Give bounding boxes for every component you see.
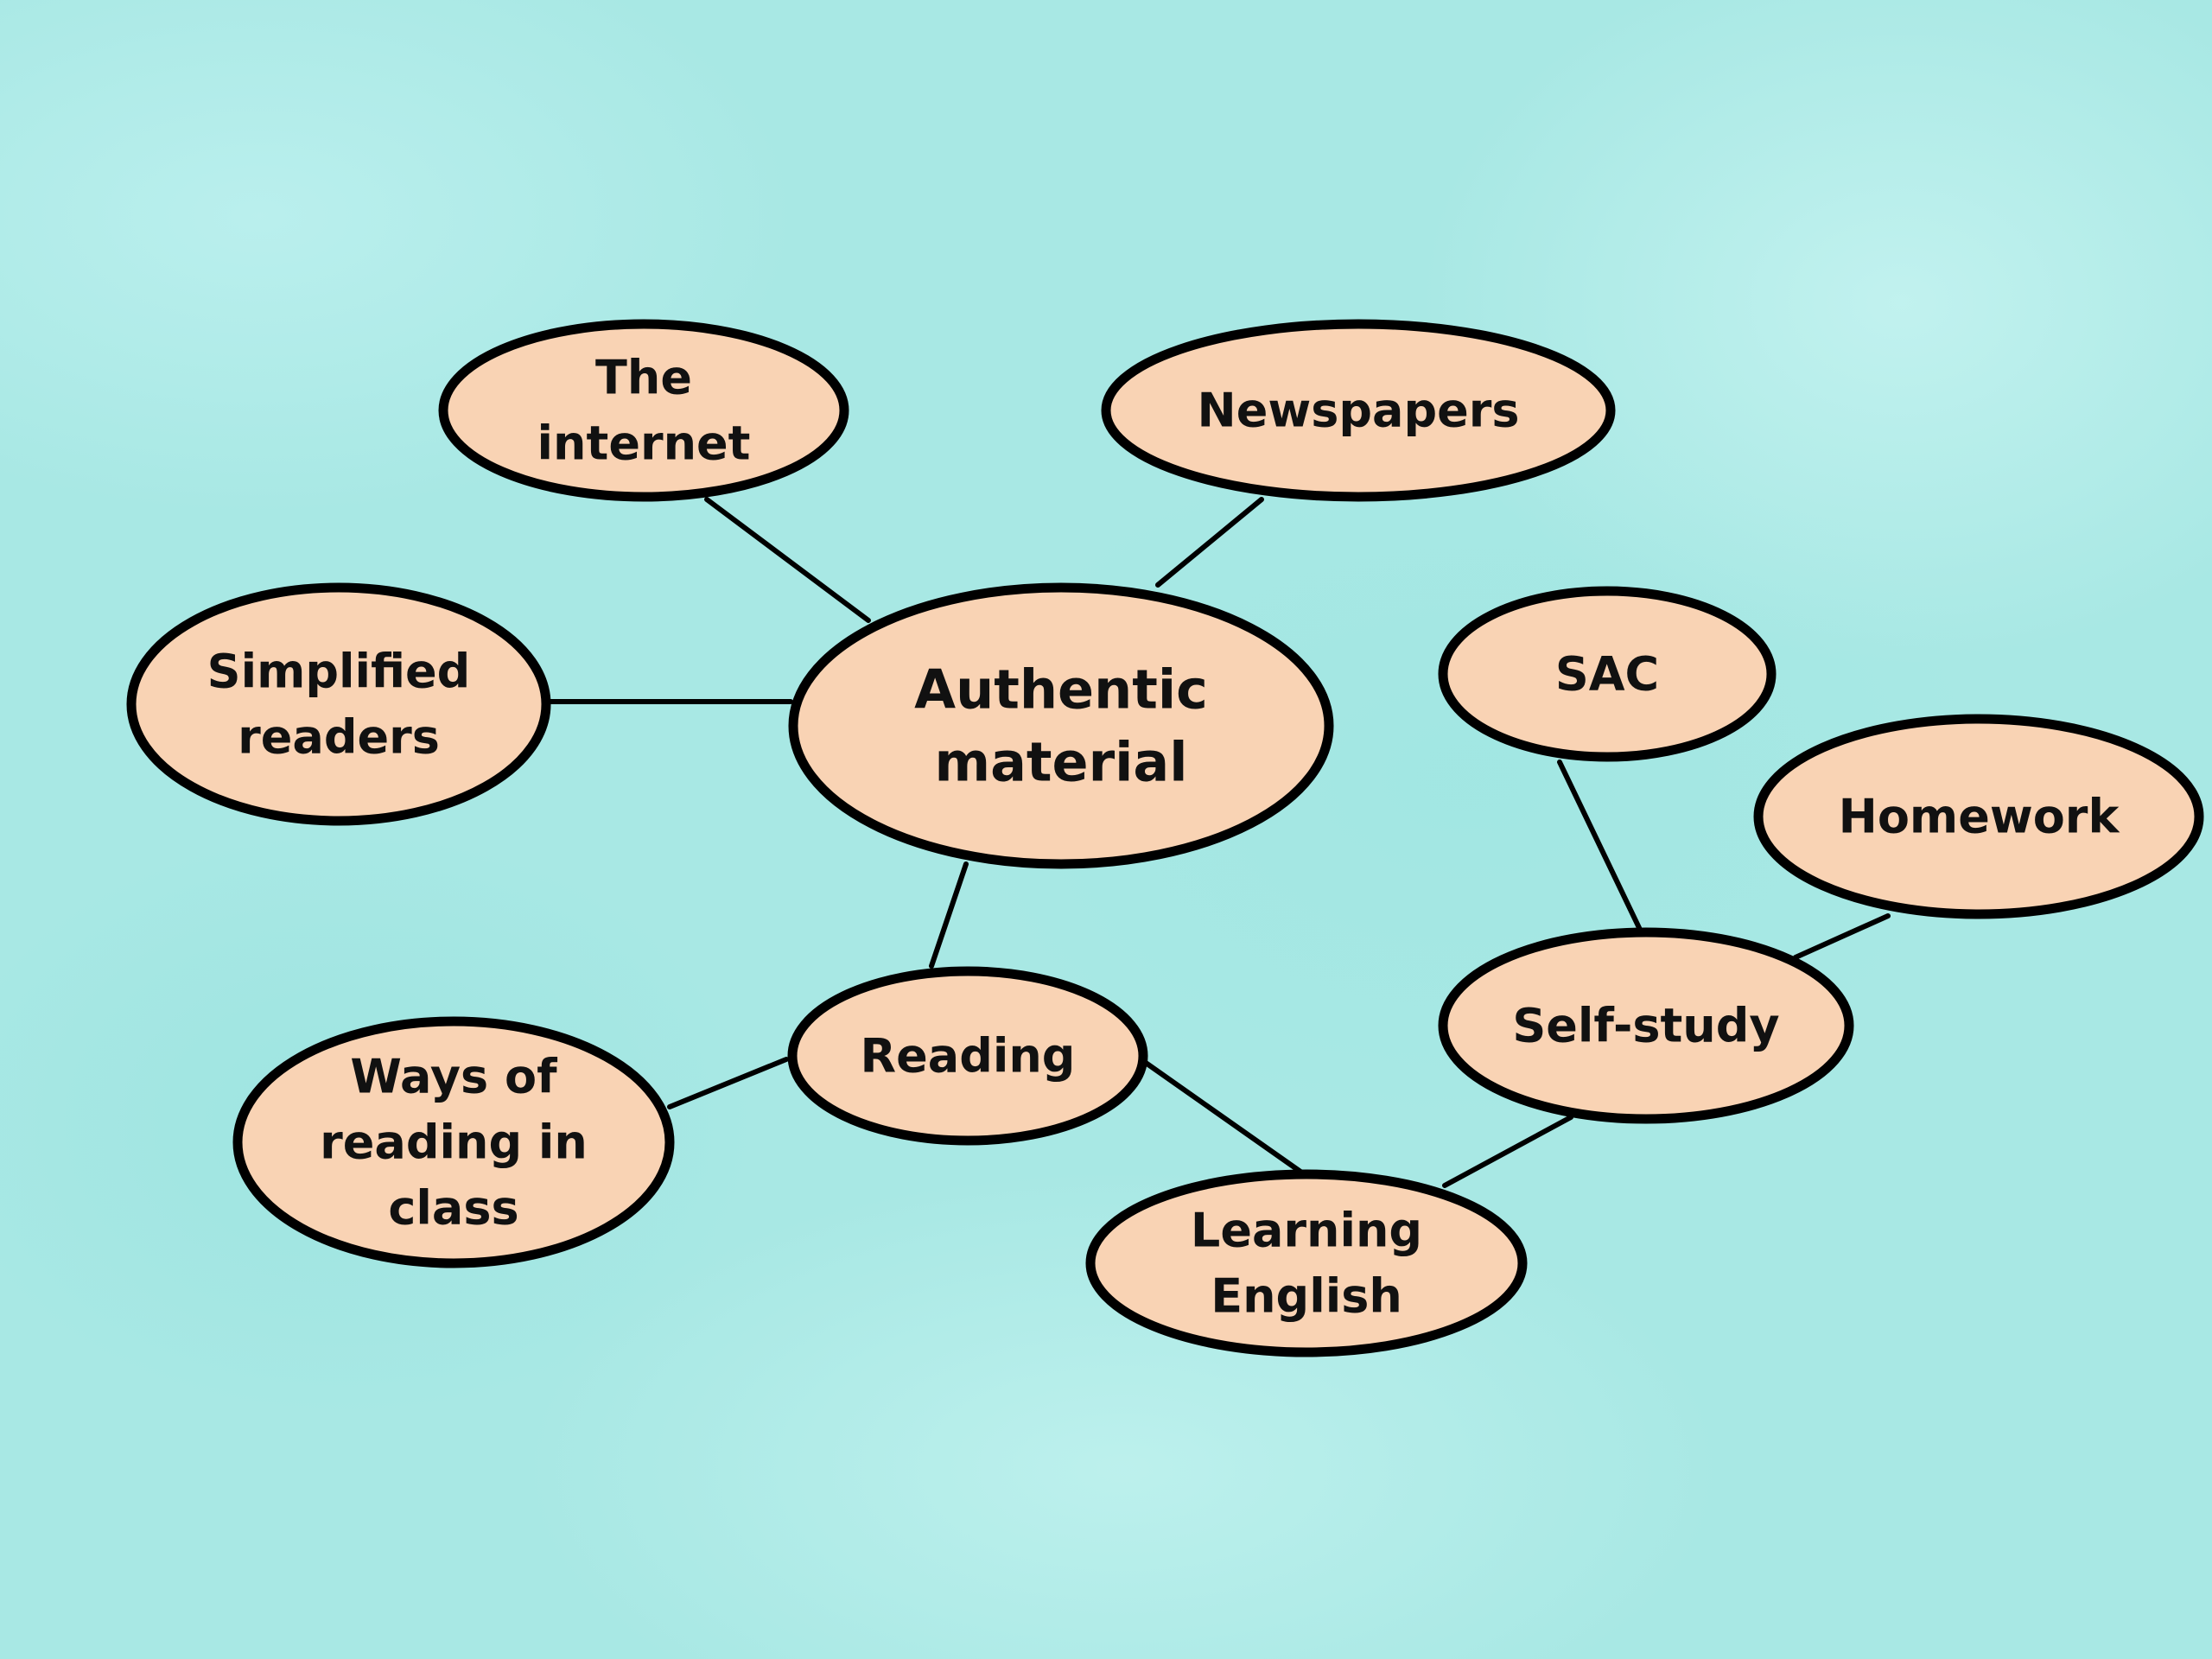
node-internet-ellipse xyxy=(438,319,849,502)
node-reading-ellipse xyxy=(787,966,1148,1146)
node-authentic-ellipse xyxy=(788,582,1334,869)
connector-learning-selfstudy xyxy=(1442,1115,1573,1188)
node-internet-label: internet xyxy=(537,416,751,471)
node-selfstudy-ellipse xyxy=(1438,927,1854,1124)
node-learning-ellipse xyxy=(1085,1169,1528,1357)
node-simplified-label: readers xyxy=(238,710,440,765)
node-reading-label: Reading xyxy=(861,1029,1076,1084)
connector-reading-ways xyxy=(667,1057,789,1109)
node-homework: Homework xyxy=(1753,714,2204,919)
node-ways-label: reading in xyxy=(320,1116,588,1170)
connector-selfstudy-sac xyxy=(1557,760,1644,936)
node-selfstudy-label: Self-study xyxy=(1512,999,1779,1053)
node-learning-label: Learning xyxy=(1191,1204,1422,1258)
node-authentic-label: Authentic xyxy=(914,658,1208,721)
node-internet: The internet xyxy=(438,319,849,502)
connectors xyxy=(546,497,1891,1188)
node-sac-ellipse xyxy=(1438,586,1777,762)
node-newspapers-label: Newspapers xyxy=(1198,384,1520,438)
node-homework-label: Homework xyxy=(1839,790,2120,844)
node-learning-label: English xyxy=(1211,1269,1402,1324)
connector-internet-authentic xyxy=(704,497,871,623)
node-simplified-ellipse xyxy=(126,582,551,826)
node-ways-label: class xyxy=(388,1181,518,1236)
node-internet-label: The xyxy=(595,351,692,405)
node-ways-ellipse xyxy=(232,1016,675,1268)
node-simplified: Simplified readers xyxy=(126,582,551,826)
node-ways: Ways of reading in class xyxy=(232,1016,675,1268)
connector-reading-learning xyxy=(1143,1060,1306,1176)
connector-selfstudy-homework xyxy=(1793,913,1891,960)
node-ways-label: Ways of xyxy=(350,1050,557,1104)
node-authentic: Authentic material xyxy=(788,582,1334,869)
connector-authentic-reading xyxy=(929,861,969,969)
connector-newspapers-authentic xyxy=(1155,497,1264,588)
node-homework-ellipse xyxy=(1753,714,2204,919)
node-sac-label: SAC xyxy=(1555,647,1659,702)
node-newspapers-ellipse xyxy=(1101,319,1616,502)
node-simplified-label: Simplified xyxy=(207,645,471,699)
node-reading: Reading xyxy=(787,966,1148,1146)
node-newspapers: Newspapers xyxy=(1101,319,1616,502)
node-sac: SAC xyxy=(1438,586,1777,762)
node-authentic-label: material xyxy=(934,731,1187,794)
node-selfstudy: Self-study xyxy=(1438,927,1854,1124)
